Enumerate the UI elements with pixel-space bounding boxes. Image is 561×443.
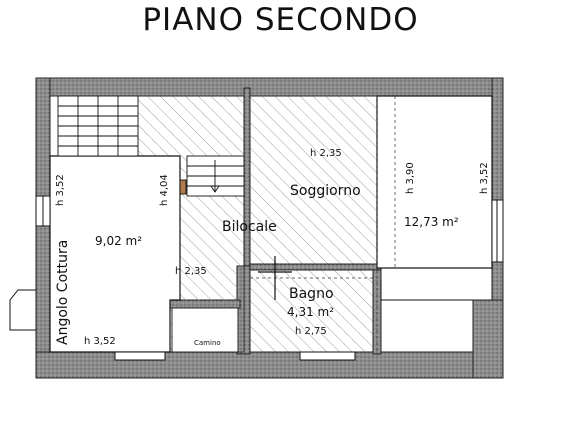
height-stair: h 4,04 [159, 174, 170, 206]
camino-box [171, 307, 239, 353]
area-angolo-cottura: 9,02 m² [95, 234, 143, 248]
room-name-bagno: Bagno [289, 286, 334, 302]
height-angolo-bottom: h 3,52 [84, 336, 116, 347]
area-bagno: 4,31 m² [287, 305, 335, 319]
openings [9, 195, 504, 361]
height-camera-mid: h 3,90 [405, 162, 416, 194]
area-camera: 12,73 m² [404, 215, 459, 229]
exterior-walls [35, 77, 504, 379]
stairs [57, 95, 245, 197]
room-name-bilocale: Bilocale [222, 219, 277, 235]
height-camera-right: h 3,52 [479, 162, 490, 194]
room-name-soggiorno: Soggiorno [290, 183, 361, 199]
height-angolo-left: h 3,52 [55, 174, 66, 206]
height-bilocale: h 2,35 [175, 266, 207, 277]
beam-lines [250, 96, 396, 352]
plan-title: PIANO SECONDO [142, 2, 419, 38]
room-name-angolo-cottura: Angolo Cottura [55, 239, 71, 345]
room-fills [49, 95, 493, 353]
height-bagno: h 2,75 [295, 326, 327, 337]
height-soggiorno: h 2,35 [310, 148, 342, 159]
label-camino: Camino [194, 339, 221, 347]
